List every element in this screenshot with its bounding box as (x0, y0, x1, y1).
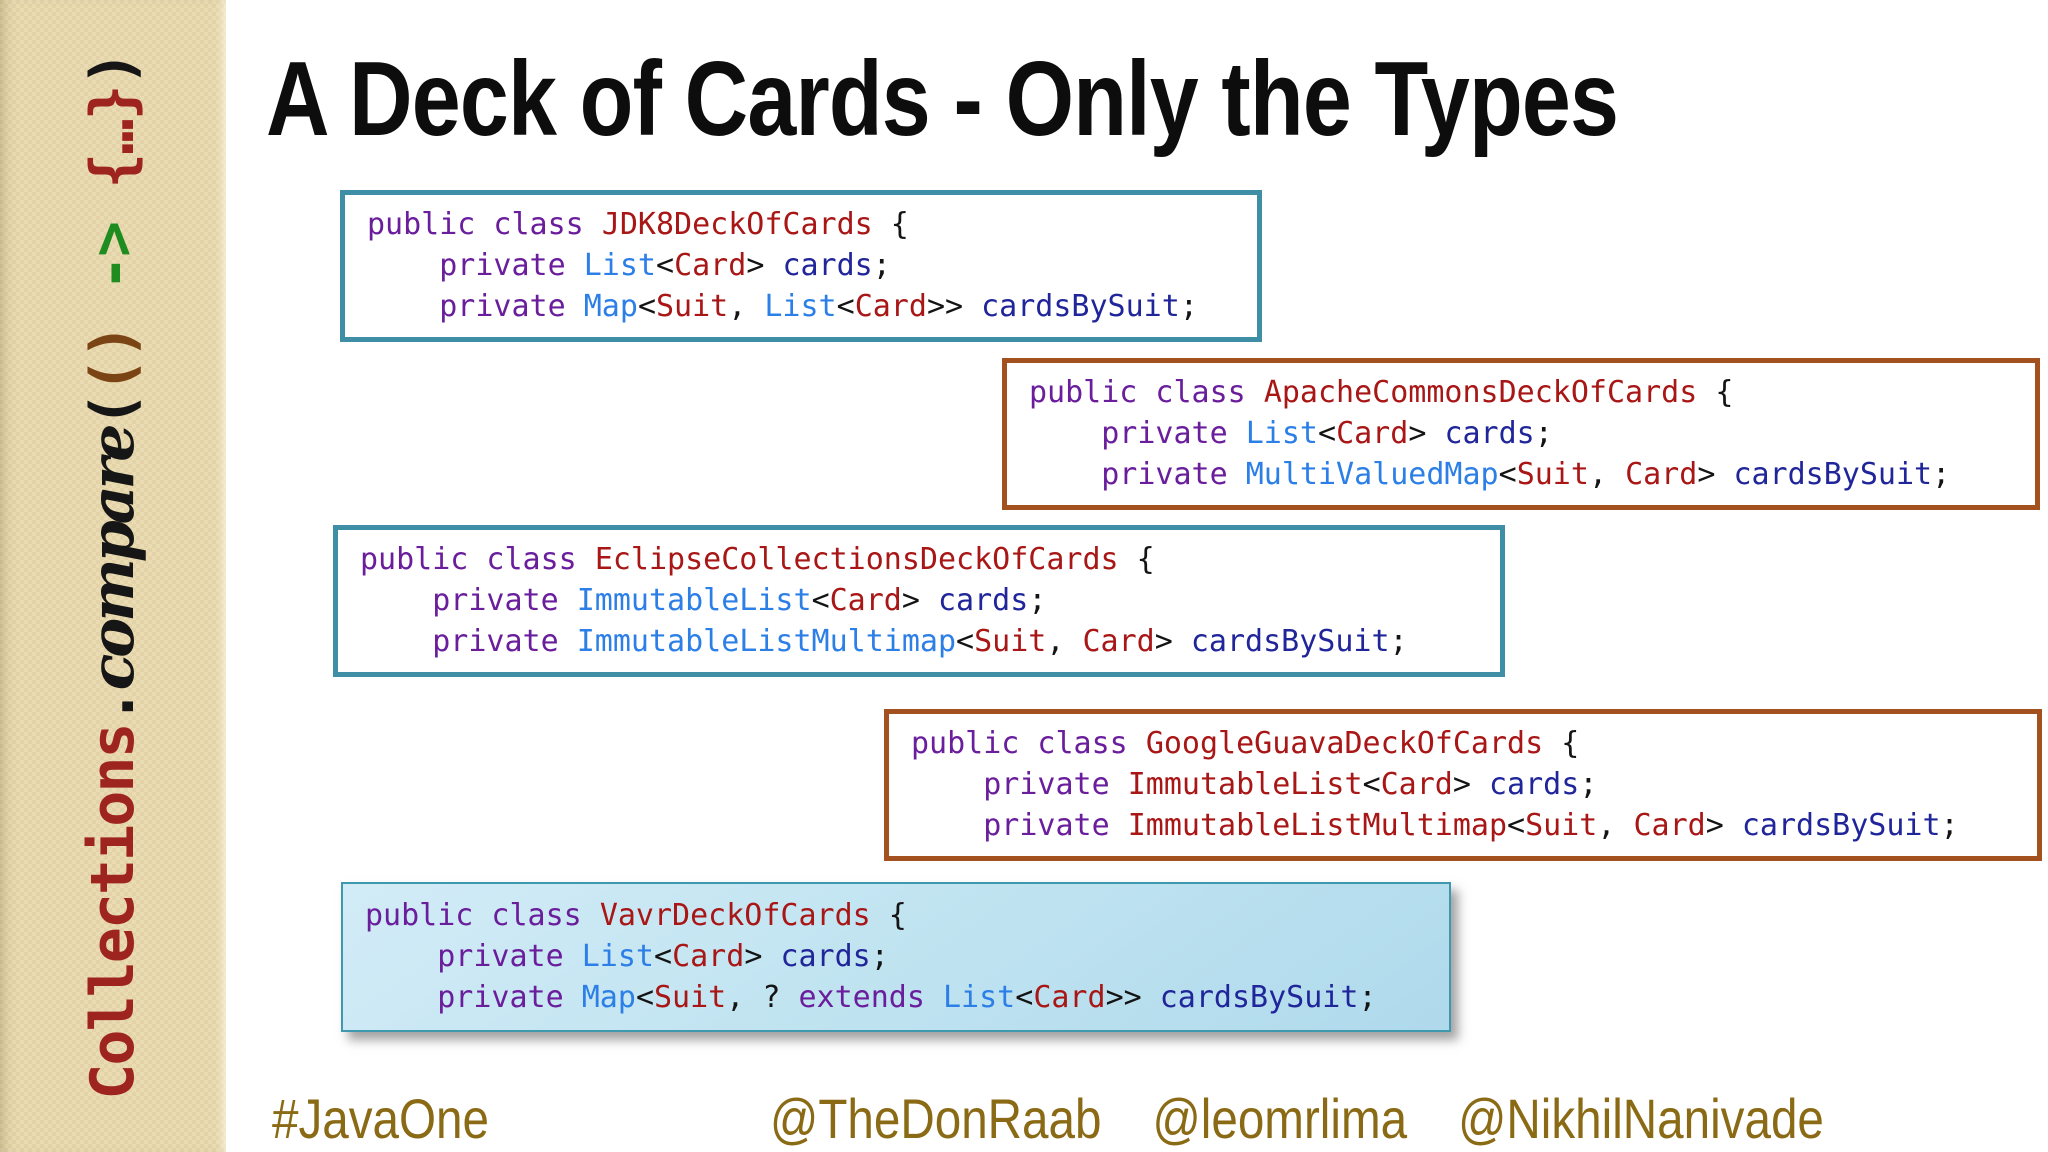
code-line: private Map<Suit, ? extends List<Card>> … (437, 980, 1377, 1015)
page-title: A Deck of Cards - Only the Types (266, 40, 1619, 158)
code-line: private List<Card> cards; (1101, 416, 1553, 451)
code-box-jdk8-deck-of-cards: public class JDK8DeckOfCards { private L… (340, 190, 1262, 342)
code-line: private ImmutableListMultimap<Suit, Card… (983, 808, 1959, 843)
code-box-eclipse-collections-deck-of-cards: public class EclipseCollectionsDeckOfCar… (333, 525, 1505, 677)
code-line: private ImmutableListMultimap<Suit, Card… (432, 624, 1408, 659)
code-line: private ImmutableList<Card> cards; (983, 767, 1598, 802)
code-line: private List<Card> cards; (439, 248, 891, 283)
code-line: private Map<Suit, List<Card>> cardsBySui… (439, 289, 1198, 324)
code-line: public class ApacheCommonsDeckOfCards { (1029, 375, 1734, 410)
code-line: public class JDK8DeckOfCards { (367, 207, 909, 242)
sidebar: Collections.compare(() -> {…}) (0, 0, 226, 1152)
code-box-vavr-deck-of-cards: public class VavrDeckOfCards { private L… (341, 882, 1451, 1032)
code-line: private ImmutableList<Card> cards; (432, 583, 1047, 618)
footer-handle-thedonraab: @TheDonRaab (770, 1087, 1102, 1150)
code-line: public class GoogleGuavaDeckOfCards { (911, 726, 1580, 761)
code-box-apache-commons-deck-of-cards: public class ApacheCommonsDeckOfCards { … (1002, 358, 2040, 510)
code-box-google-guava-deck-of-cards: public class GoogleGuavaDeckOfCards { pr… (884, 709, 2042, 861)
footer-handles: @TheDonRaab @leomrlima @NikhilNanivade (770, 1086, 1824, 1151)
footer-hashtag: #JavaOne (272, 1087, 489, 1150)
footer-handle-nikhilnanivade: @NikhilNanivade (1458, 1087, 1824, 1150)
code-line: public class EclipseCollectionsDeckOfCar… (360, 542, 1155, 577)
code-line: private List<Card> cards; (437, 939, 889, 974)
collections-compare-logo: Collections.compare(() -> {…}) (78, 52, 148, 1100)
footer-handle-leomrlima: @leomrlima (1152, 1087, 1408, 1150)
code-line: private MultiValuedMap<Suit, Card> cards… (1101, 457, 1951, 492)
code-line: public class VavrDeckOfCards { (365, 898, 907, 933)
